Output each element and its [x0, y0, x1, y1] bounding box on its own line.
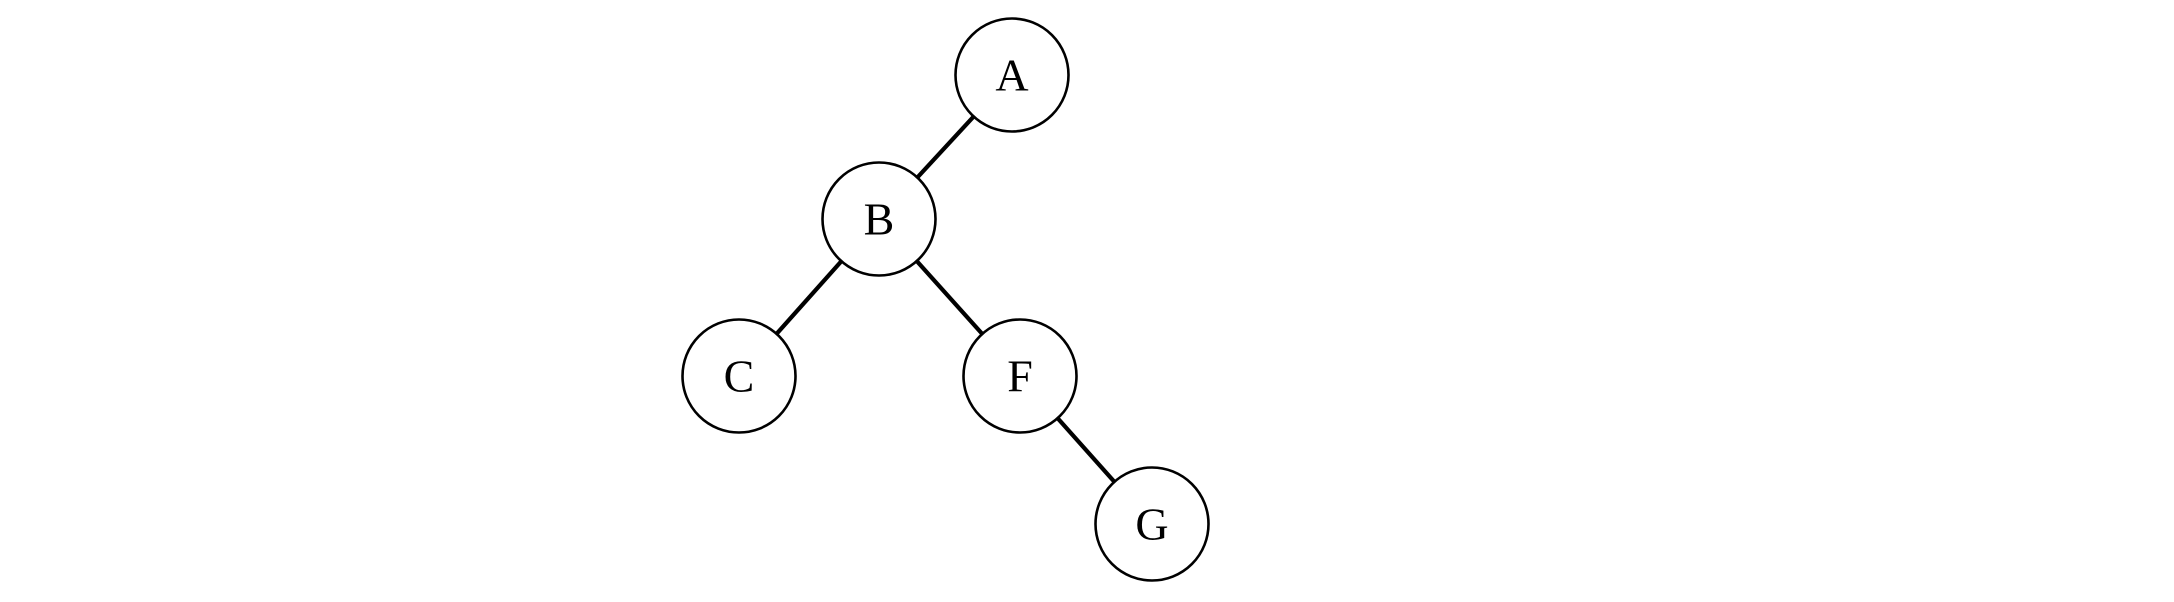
node-A-circle: [954, 17, 1070, 133]
node-C-circle: [681, 318, 797, 434]
node-F-circle: [962, 318, 1078, 434]
node-G-label: G: [1135, 499, 1168, 550]
node-F-label: F: [1007, 351, 1033, 402]
node-B-circle: [821, 161, 937, 277]
node-G-circle: [1094, 466, 1210, 582]
node-A-label: A: [995, 50, 1028, 101]
node-B-label: B: [864, 194, 895, 245]
node-C-label: C: [724, 351, 755, 402]
